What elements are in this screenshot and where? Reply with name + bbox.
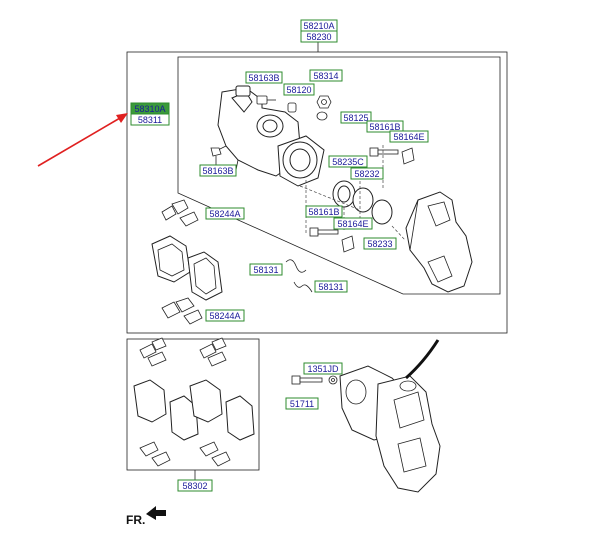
clip-58125 [316,111,328,121]
part-number-text: 58244A [209,209,240,219]
part-label-58235C[interactable]: 58235C [328,155,368,168]
part-label-58164E-top[interactable]: 58164E [389,130,429,143]
part-number-text: 58163B [248,73,279,83]
part-label-58131-b[interactable]: 58131 [314,280,348,293]
pad-clip-bottom [161,297,203,325]
front-arrow-icon [146,506,166,520]
pad-clip-top [161,199,199,227]
dust-boot-top [401,147,415,165]
part-number-text: 58131 [253,265,278,275]
part-number-text: 58235C [332,157,364,167]
part-number-text: 58164E [393,132,424,142]
part-number-text: 58302 [182,481,207,491]
part-label-58120[interactable]: 58120 [283,83,315,96]
bleeder-cap [287,102,297,113]
bolt-58163B-mid [210,147,222,166]
seal-58232 [352,187,374,213]
part-number-text: 58164E [337,219,368,229]
part-number-text: 58161B [308,207,339,217]
part-number-text: 58310A [134,104,165,114]
part-label-58233[interactable]: 58233 [363,237,397,250]
part-label-1351JD[interactable]: 1351JD [303,362,343,375]
part-label-58232[interactable]: 58232 [350,167,384,180]
part-label-51711[interactable]: 51711 [285,397,319,410]
part-label-58131-a[interactable]: 58131 [249,263,283,276]
part-number-text: 51711 [290,399,314,409]
front-direction-indicator: FR. [126,506,166,527]
part-label-58311[interactable]: 58311 [130,113,170,126]
guide-bolt-top [369,147,399,157]
mount-washer [328,375,338,385]
part-label-58125[interactable]: 58125 [340,111,372,124]
part-number-text: 58311 [138,115,162,125]
seal-58233 [371,199,393,225]
brake-pad-outer [187,251,223,301]
part-label-58244A-bottom[interactable]: 58244A [205,309,245,322]
anti-rattle-springs [285,259,313,293]
pad-kit-parts [133,337,255,467]
part-number-text: 58232 [354,169,379,179]
part-label-58302[interactable]: 58302 [177,479,213,492]
pad-kit-frame [126,338,260,471]
part-number-text: 58230 [306,32,331,42]
part-label-58210A[interactable]: 58210A [300,19,338,32]
piston-58235C [332,180,356,208]
part-number-text: 58163B [202,166,233,176]
nut-58314 [316,95,332,109]
part-label-58164E-mid[interactable]: 58164E [333,217,373,230]
part-label-58310A[interactable]: 58310A [130,102,170,115]
part-label-58161B-top[interactable]: 58161B [366,120,404,133]
part-number-text: 58131 [318,282,343,292]
part-number-text: 58233 [367,239,392,249]
bleeder-screw [256,95,276,105]
part-number-text: 58210A [303,21,334,31]
part-label-58161B-mid[interactable]: 58161B [305,205,343,218]
dust-boot-mid [341,235,355,253]
caliper-mount-bolt [291,375,323,385]
part-number-text: 1351JD [307,364,339,374]
brake-pad-inner [151,235,191,283]
part-label-58163B-top[interactable]: 58163B [245,71,283,84]
caliper-bracket [405,191,473,293]
brake-hose [405,339,440,380]
pointer-arrow [37,113,128,167]
part-label-58314[interactable]: 58314 [309,69,343,82]
inner-caliper-frame [177,56,501,295]
outer-assembly-frame [126,51,508,334]
guide-bolt-mid [309,227,339,237]
part-number-text: 58125 [343,113,368,123]
part-label-58244A-top[interactable]: 58244A [205,207,245,220]
part-number-text: 58120 [286,85,311,95]
part-label-58163B-mid[interactable]: 58163B [199,164,237,177]
part-number-text: 58161B [369,122,400,132]
caliper-housing [213,85,325,187]
part-number-text: 58244A [209,311,240,321]
part-label-58230[interactable]: 58230 [300,30,338,43]
assembled-caliper [339,365,441,493]
part-number-text: 58314 [313,71,338,81]
front-direction-label: FR. [126,513,145,527]
